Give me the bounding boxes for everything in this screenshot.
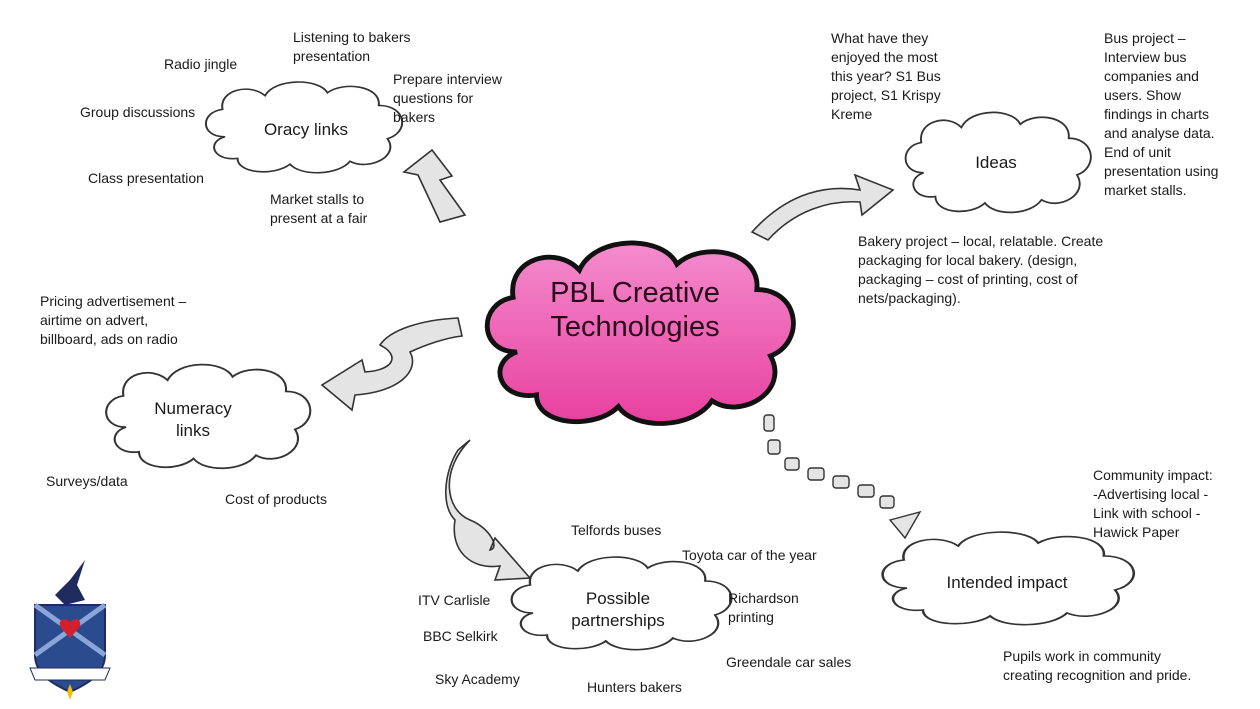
arrow-to-ideas [750,173,895,241]
numeracy-note: Surveys/data [46,473,128,489]
oracy-note: Radio jingle [164,56,238,72]
arrow-to-numeracy [320,317,463,412]
impact-note: Community impact: -Advertising local - L… [1093,467,1213,540]
numeracy-note: Pricing advertisement – airtime on adver… [40,293,187,347]
partnership-note: Sky Academy [435,671,520,687]
oracy-note: Prepare interview questions for bakers [393,71,502,125]
arrow-to-oracy [402,148,467,223]
ideas-note: Bus project – Interview bus companies an… [1104,30,1219,198]
dashed-arrow-to-impact [763,414,922,540]
partnership-note: Hunters bakers [587,679,682,695]
partnership-note: BBC Selkirk [423,628,498,644]
ideas-note: Bakery project – local, relatable. Creat… [858,233,1104,306]
ideas-note: What have they enjoyed the most this yea… [831,30,941,122]
oracy-note: Group discussions [80,104,196,120]
ideas-label: Ideas [975,153,1017,172]
partnership-note: Greendale car sales [726,654,852,670]
arrow-to-partnerships [444,439,532,581]
partnership-note: Toyota car of the year [682,547,817,563]
intended-impact-label: Intended impact [946,573,1068,592]
central-topic: PBL Creative Technologies [550,277,720,343]
numeracy-note: Cost of products [225,491,327,507]
oracy-note: Class presentation [88,170,204,186]
partnership-note: ITV Carlisle [418,592,491,608]
oracy-note: Listening to bakers presentation [293,29,411,64]
oracy-links-label: Oracy links [263,120,349,139]
impact-note: Pupils work in community creating recogn… [1003,648,1192,683]
oracy-note: Market stalls to present at a fair [270,191,368,226]
partnerships-label: Possible partnerships [571,589,665,630]
school-logo [29,560,111,700]
partnership-note: Richardson printing [728,590,799,625]
numeracy-links-label: Numeracy links [154,399,232,440]
partnership-note: Telfords buses [571,522,662,538]
